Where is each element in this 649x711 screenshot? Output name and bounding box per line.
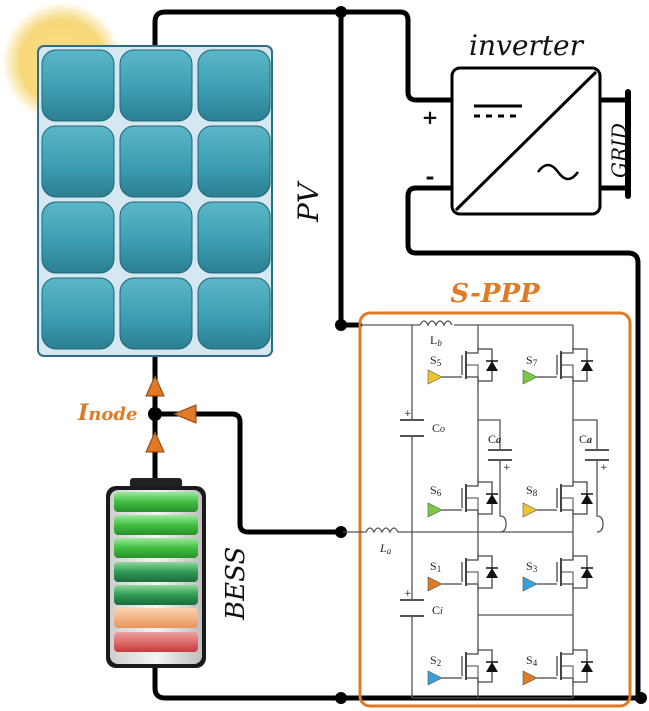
mosfet-s4 <box>522 646 593 686</box>
mosfet-s5 <box>427 345 498 385</box>
pv-cell <box>119 201 193 274</box>
battery-icon <box>106 478 206 668</box>
pv-label: PV <box>292 180 325 223</box>
pv-cell <box>41 277 115 350</box>
inode-sub: node <box>88 404 137 425</box>
pv-cell <box>197 201 271 274</box>
current-arrows <box>145 374 197 453</box>
label-co: Co <box>432 421 445 435</box>
label-ca2: Ca <box>579 432 592 446</box>
arrow-left <box>172 404 197 424</box>
mosfet-s3 <box>522 552 593 592</box>
plus-sign: + <box>422 105 439 129</box>
inode-main: I <box>77 400 89 426</box>
label-ca1: Ca <box>488 432 501 446</box>
label-la: La <box>379 541 392 556</box>
pv-cell <box>41 201 115 274</box>
label-lb: Lb <box>430 333 442 348</box>
mosfet-s2 <box>427 646 498 686</box>
label-s7: S7 <box>526 353 538 368</box>
label-s3: S3 <box>526 559 538 574</box>
pv-panel <box>37 45 273 357</box>
sppp-border <box>358 311 632 708</box>
mosfet-s8 <box>522 478 593 518</box>
label-s5: S5 <box>430 353 442 368</box>
svg-text:+: + <box>404 409 412 419</box>
mosfet-s1 <box>427 552 498 592</box>
pv-cell <box>197 125 271 198</box>
svg-text:+: + <box>404 589 412 599</box>
cap-polarity: + + + + <box>404 409 608 599</box>
pv-cell <box>41 49 115 122</box>
label-s6: S6 <box>430 483 442 498</box>
svg-text:+: + <box>600 463 608 473</box>
bess-label: BESS <box>221 547 251 621</box>
component-labels: Lb La Co Ci Ca Ca S5 S7 S6 S8 S1 S3 S2 S… <box>379 333 592 668</box>
label-s8: S8 <box>526 483 538 498</box>
mosfet-s6 <box>427 478 498 518</box>
arrow-up-upper <box>145 374 165 397</box>
pv-cell <box>119 277 193 350</box>
grid-label: GRID <box>607 123 631 178</box>
pv-cell <box>119 49 193 122</box>
junction-dots <box>148 6 647 704</box>
label-s1: S1 <box>430 559 441 574</box>
svg-text:+: + <box>503 463 511 473</box>
pv-cell <box>197 49 271 122</box>
inverter-block <box>450 66 602 216</box>
sppp-label: S-PPP <box>450 279 541 309</box>
label-s2: S2 <box>430 653 441 668</box>
label-s4: S4 <box>526 653 538 668</box>
mosfets <box>427 345 593 686</box>
inverter-label: inverter <box>469 29 585 62</box>
pv-cell <box>41 125 115 198</box>
label-ci: Ci <box>432 603 443 617</box>
pv-cell <box>119 125 193 198</box>
mosfet-s7 <box>522 345 593 385</box>
minus-sign: - <box>425 164 434 190</box>
inode-label: Inode <box>77 400 137 426</box>
arrow-up-lower <box>145 430 165 453</box>
pv-cell <box>197 277 271 350</box>
